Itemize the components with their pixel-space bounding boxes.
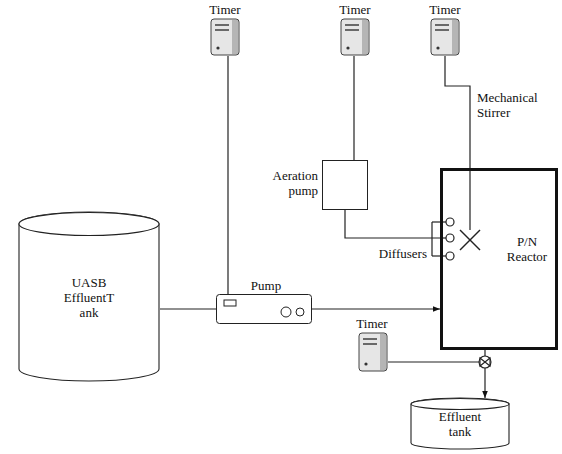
aeration-pump: Aeration pump — [256, 160, 368, 210]
pipe-connector — [160, 308, 216, 309]
pipe-connector — [345, 210, 440, 238]
timer-icon: Timer — [204, 2, 246, 56]
pn-reactor: P/N Reactor — [440, 168, 558, 350]
part-label: Mechanical Stirrer — [476, 90, 558, 120]
control-wire — [445, 56, 470, 230]
pipe-connector — [312, 308, 440, 309]
pipe-connector — [353, 56, 354, 160]
node-label: Timer — [204, 2, 246, 17]
timer-icon: Timer — [424, 2, 466, 56]
pump: Pump — [216, 278, 312, 324]
valve-symbol — [479, 356, 491, 368]
timer-icon: Timer — [352, 316, 392, 372]
node-label: Timer — [424, 2, 466, 17]
timer-icon: Timer — [334, 2, 376, 56]
node-label: P/N Reactor — [500, 234, 554, 264]
node-label: UASB EffluentT ank — [54, 275, 124, 320]
node-label: Timer — [352, 316, 392, 331]
aeration-pump-outline — [322, 160, 368, 210]
part-label: Diffusers — [356, 246, 428, 261]
timer-icon-outline — [358, 332, 388, 372]
pump-outline — [216, 294, 312, 324]
node-label: Effluent tank — [429, 409, 491, 439]
node-label: Pump — [246, 278, 286, 293]
effluent-tank: Effluent tank — [410, 398, 510, 450]
control-wire — [388, 361, 479, 362]
timer-icon-outline — [430, 18, 460, 56]
node-label: Aeration pump — [256, 168, 318, 198]
stirrer-symbol — [460, 230, 480, 250]
pipe-connector — [227, 56, 228, 294]
timer-icon-outline — [340, 18, 370, 56]
timer-icon-outline — [210, 18, 240, 56]
node-label: Timer — [334, 2, 376, 17]
uasb-tank: UASB EffluentT ank — [18, 212, 160, 382]
